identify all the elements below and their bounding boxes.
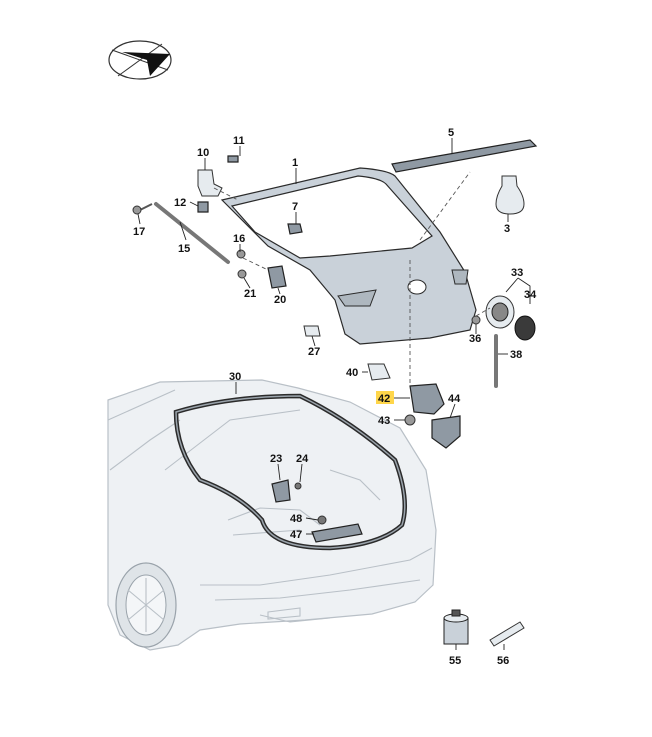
grease-tube: [489, 621, 525, 647]
callout-1[interactable]: 1: [292, 157, 298, 169]
callout-44[interactable]: 44: [448, 393, 461, 405]
callout-10[interactable]: 10: [197, 147, 209, 159]
callout-33[interactable]: 33: [511, 267, 523, 279]
callout-3[interactable]: 3: [504, 223, 510, 235]
callout-43[interactable]: 43: [378, 415, 390, 427]
callout-17[interactable]: 17: [133, 226, 145, 238]
bottle: [495, 175, 525, 215]
callout-47[interactable]: 47: [290, 529, 302, 541]
callout-42[interactable]: 42: [378, 393, 390, 405]
callout-40[interactable]: 40: [346, 367, 358, 379]
orientation-compass-icon: [108, 40, 172, 80]
gas-strut: [132, 202, 230, 264]
callout-15[interactable]: 15: [178, 243, 190, 255]
callout-34[interactable]: 34: [524, 289, 537, 301]
callout-48[interactable]: 48: [290, 513, 302, 525]
callout-7[interactable]: 7: [292, 201, 298, 213]
callout-56[interactable]: 56: [497, 655, 509, 667]
callout-55[interactable]: 55: [449, 655, 461, 667]
callout-24[interactable]: 24: [296, 453, 309, 465]
tailgate: [220, 167, 477, 345]
callout-38[interactable]: 38: [510, 349, 522, 361]
hinge: [197, 169, 223, 197]
callout-23[interactable]: 23: [270, 453, 282, 465]
callout-5[interactable]: 5: [448, 127, 454, 139]
callout-30[interactable]: 30: [229, 371, 241, 383]
car-body: [107, 379, 437, 651]
callout-12[interactable]: 12: [174, 197, 186, 209]
callout-36[interactable]: 36: [469, 333, 481, 345]
spoiler-strip: [391, 139, 538, 173]
callout-16[interactable]: 16: [233, 233, 245, 245]
callout-42-highlight: [376, 391, 394, 404]
bolt: [227, 155, 239, 163]
callout-20[interactable]: 20: [274, 294, 286, 306]
sealant-can: [443, 609, 469, 645]
callout-27[interactable]: 27: [308, 346, 320, 358]
callout-11[interactable]: 11: [233, 135, 245, 147]
callout-21[interactable]: 21: [244, 288, 256, 300]
